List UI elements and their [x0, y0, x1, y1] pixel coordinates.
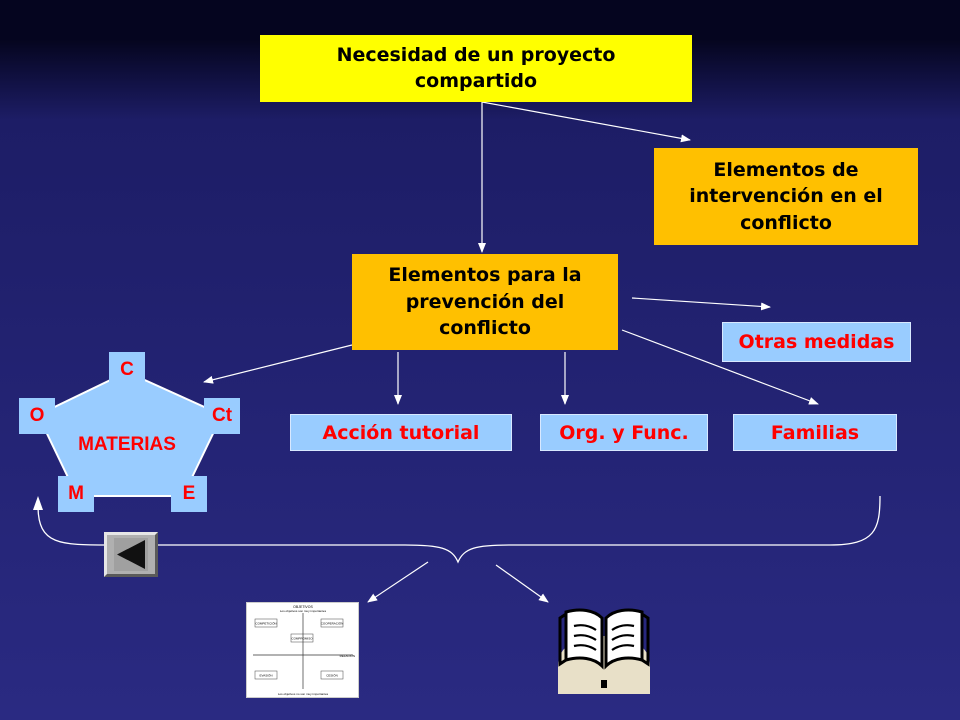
conflict-grid-thumbnail[interactable]: OBJETIVOS Los objetivos son muy importan… — [246, 602, 359, 698]
thumb-cell-4: CESIÓN — [326, 673, 338, 678]
thumb-cell-1: COOPERACIÓN — [321, 621, 344, 626]
open-book-icon — [558, 608, 650, 694]
materias-label: MATERIAS — [78, 434, 176, 455]
arrow-top-to-intervention — [481, 101, 691, 143]
action-label: Acción tutorial — [322, 421, 480, 444]
action-box-familias: Familias — [733, 414, 897, 451]
thumb-cell-0: COMPETICIÓN — [255, 621, 276, 626]
intervention-box-label: Elementos de intervención en el conflict… — [689, 158, 883, 234]
action-label: Org. y Func. — [559, 421, 689, 444]
action-box-org: Org. y Func. — [540, 414, 708, 451]
materia-tag-e: E — [171, 476, 207, 512]
thumb-bottom-label: Los objetivos no son muy importantes — [278, 692, 329, 696]
back-triangle-icon — [114, 538, 148, 571]
top-box-label: Necesidad de un proyecto compartido — [336, 43, 616, 92]
back-button[interactable] — [104, 532, 158, 577]
thumbnail-drawing: OBJETIVOS Los objetivos son muy importan… — [253, 605, 355, 696]
arrow-prevention-to-familias — [621, 329, 819, 405]
materia-tag-m: M — [58, 476, 94, 512]
materia-tag-c: C — [109, 352, 145, 388]
thumb-subtitle: Los objetivos son muy importantes — [280, 609, 327, 613]
book-button[interactable] — [556, 608, 652, 694]
grouping-brace — [37, 495, 881, 564]
thumb-cell-3: EVASIÓN — [259, 673, 272, 678]
intervention-box: Elementos de intervención en el conflict… — [654, 148, 918, 245]
prevention-box-label: Elementos para la prevención del conflic… — [388, 264, 582, 340]
action-box-tutorial: Acción tutorial — [290, 414, 512, 451]
brace-left-arrowhead — [33, 496, 43, 510]
other-measures-box: Otras medidas — [722, 322, 911, 362]
action-label: Familias — [770, 421, 860, 444]
top-box: Necesidad de un proyecto compartido — [260, 35, 692, 102]
thumb-top-label: OBJETIVOS — [293, 605, 313, 609]
materia-tag-ct: Ct — [204, 398, 240, 434]
arrow-to-book — [495, 564, 549, 603]
thumb-cell-2: COMPROMISO — [291, 637, 313, 641]
arrow-prevention-to-other — [631, 297, 771, 311]
materia-tag-o: O — [19, 398, 55, 434]
other-measures-label: Otras medidas — [738, 331, 895, 353]
arrow-prevention-to-materias — [203, 344, 353, 384]
prevention-box: Elementos para la prevención del conflic… — [352, 254, 618, 350]
thumb-right-label: RELACIÓN — [340, 653, 355, 658]
arrow-to-thumbnail — [367, 561, 429, 603]
